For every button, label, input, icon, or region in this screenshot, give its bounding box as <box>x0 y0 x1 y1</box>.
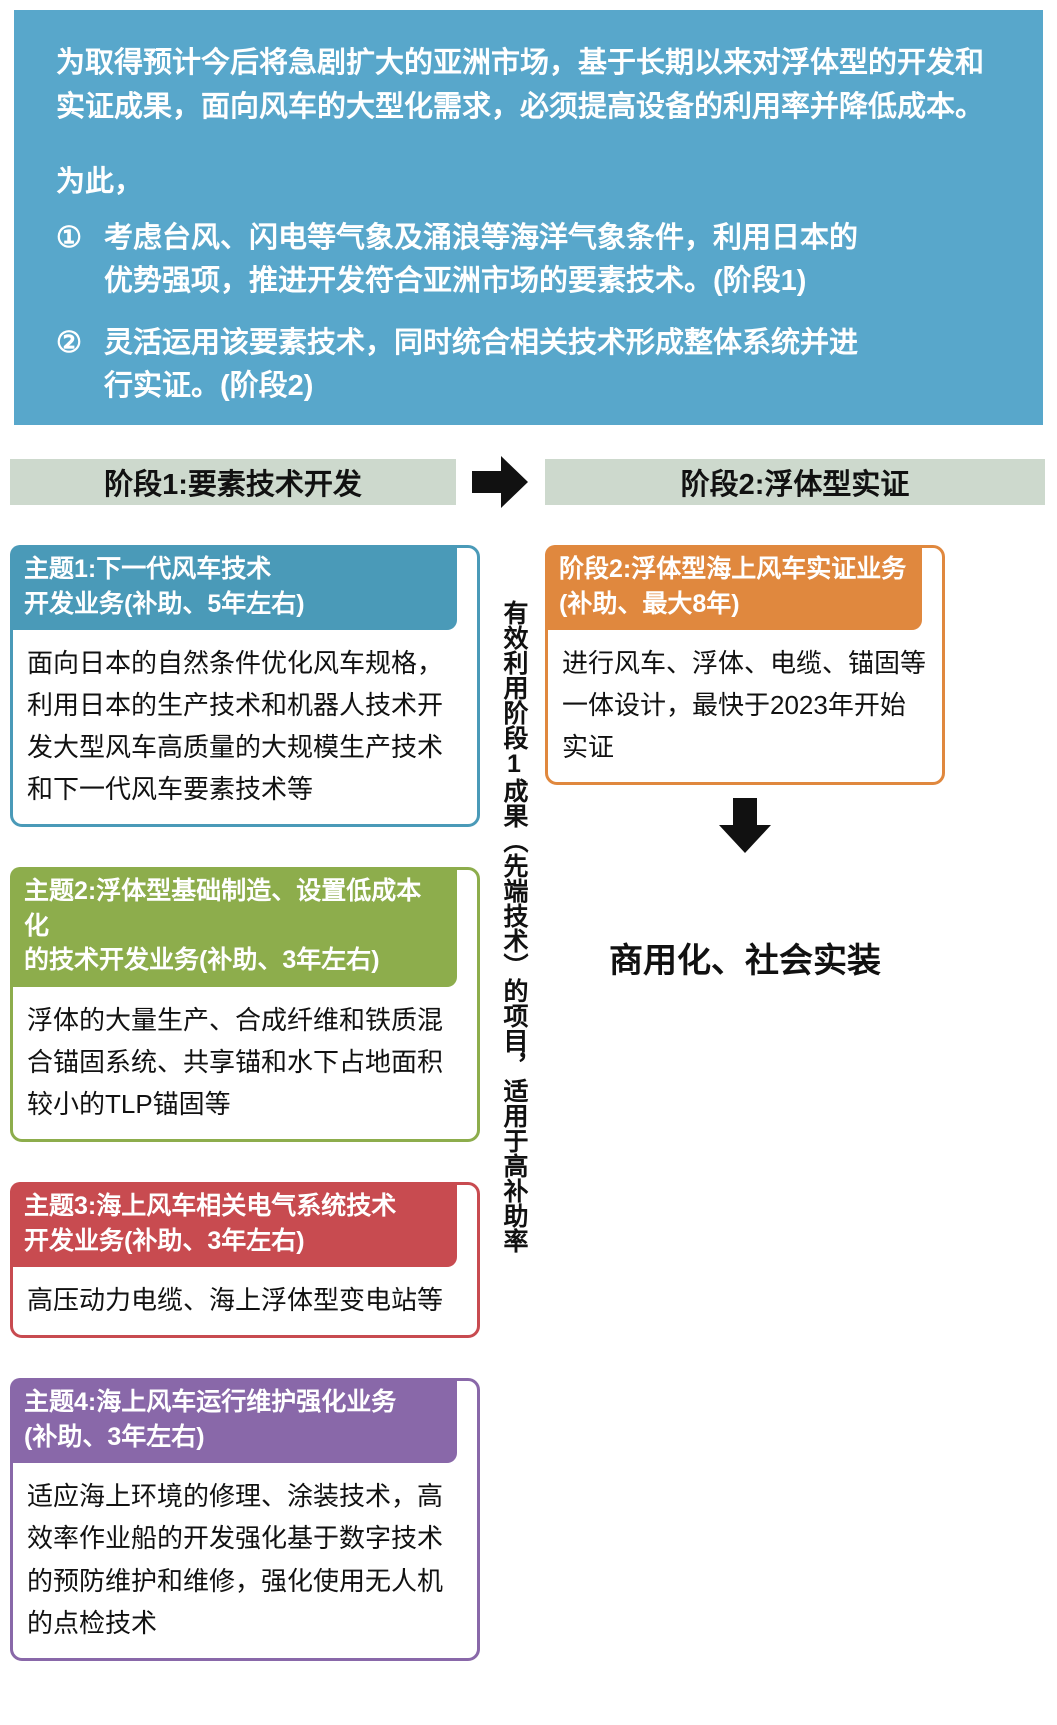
phase1-header-label: 阶段1:要素技术开发 <box>104 469 362 501</box>
phase2-header-label: 阶段2:浮体型实证 <box>680 469 910 501</box>
phase-header-row: 阶段1:要素技术开发 阶段2:浮体型实证 <box>10 456 1047 508</box>
theme-2-title: 主题2:浮体型基础制造、设置低成本化 的技术开发业务(补助、3年左右) <box>10 867 457 987</box>
theme-4-body: 适应海上环境的修理、涂装技术，高效率作业船的开发强化基于数字技术的预防维护和维修… <box>27 1481 444 1638</box>
phase2-demo-title: 阶段2:浮体型海上风车实证业务 (补助、最大8年) <box>545 545 922 630</box>
intro-paragraph: 为取得预计今后将急剧扩大的亚洲市场，基于长期以来对浮体型的开发和实证成果，面向风… <box>56 47 985 123</box>
point-1-text: 考虑台风、闪电等气象及涌浪等海洋气象条件，利用日本的优势强项，推进开发符合亚洲市… <box>104 221 859 298</box>
phase1-themes-column: 主题1:下一代风车技术 开发业务(补助、5年左右) 面向日本的自然条件优化风车规… <box>10 545 480 1701</box>
point-2-text: 灵活运用该要素技术，同时统合相关技术形成整体系统并进行实证。(阶段2) <box>104 326 859 403</box>
outcome-label: 商用化、社会实装 <box>609 942 881 980</box>
theme-1-body: 面向日本的自然条件优化风车规格，利用日本的生产技术和机器人技术开发大型风车高质量… <box>27 648 444 805</box>
intro-lead: 为此， <box>56 166 144 198</box>
phase1-header-bar: 阶段1:要素技术开发 <box>10 459 456 505</box>
vertical-note: 有效利用阶段1成果（先端技术）的项目，适用于高补助率 <box>500 600 528 1253</box>
theme-box-3: 主题3:海上风车相关电气系统技术 开发业务(补助、3年左右) 高压动力电缆、海上… <box>10 1182 480 1339</box>
theme-4-title: 主题4:海上风车运行维护强化业务 (补助、3年左右) <box>10 1378 457 1464</box>
theme-box-1: 主题1:下一代风车技术 开发业务(补助、5年左右) 面向日本的自然条件优化风车规… <box>10 545 480 828</box>
right-arrow-icon <box>472 456 528 508</box>
phase2-header-bar: 阶段2:浮体型实证 <box>545 459 1045 505</box>
theme-3-body: 高压动力电缆、海上浮体型变电站等 <box>27 1285 444 1316</box>
intro-point-2: ② 灵活运用该要素技术，同时统合相关技术形成整体系统并进行实证。(阶段2) <box>56 322 999 409</box>
phase2-demo-body: 进行风车、浮体、电缆、锚固等一体设计，最快于2023年开始实证 <box>562 648 927 763</box>
intro-point-1: ① 考虑台风、闪电等气象及涌浪等海洋气象条件，利用日本的优势强项，推进开发符合亚… <box>56 217 999 304</box>
intro-panel: 为取得预计今后将急剧扩大的亚洲市场，基于长期以来对浮体型的开发和实证成果，面向风… <box>14 10 1043 425</box>
point-2-number: ② <box>56 326 82 359</box>
theme-3-title: 主题3:海上风车相关电气系统技术 开发业务(补助、3年左右) <box>10 1182 457 1268</box>
theme-box-2: 主题2:浮体型基础制造、设置低成本化 的技术开发业务(补助、3年左右) 浮体的大… <box>10 867 480 1143</box>
theme-2-body: 浮体的大量生产、合成纤维和铁质混合锚固系统、共享锚和水下占地面积较小的TLP锚固… <box>27 1004 444 1120</box>
phase2-demo-box: 阶段2:浮体型海上风车实证业务 (补助、最大8年) 进行风车、浮体、电缆、锚固等… <box>545 545 945 786</box>
theme-1-title: 主题1:下一代风车技术 开发业务(补助、5年左右) <box>10 545 457 630</box>
theme-box-4: 主题4:海上风车运行维护强化业务 (补助、3年左右) 适应海上环境的修理、涂装技… <box>10 1378 480 1661</box>
point-1-number: ① <box>56 221 82 254</box>
down-arrow-icon <box>719 798 771 853</box>
